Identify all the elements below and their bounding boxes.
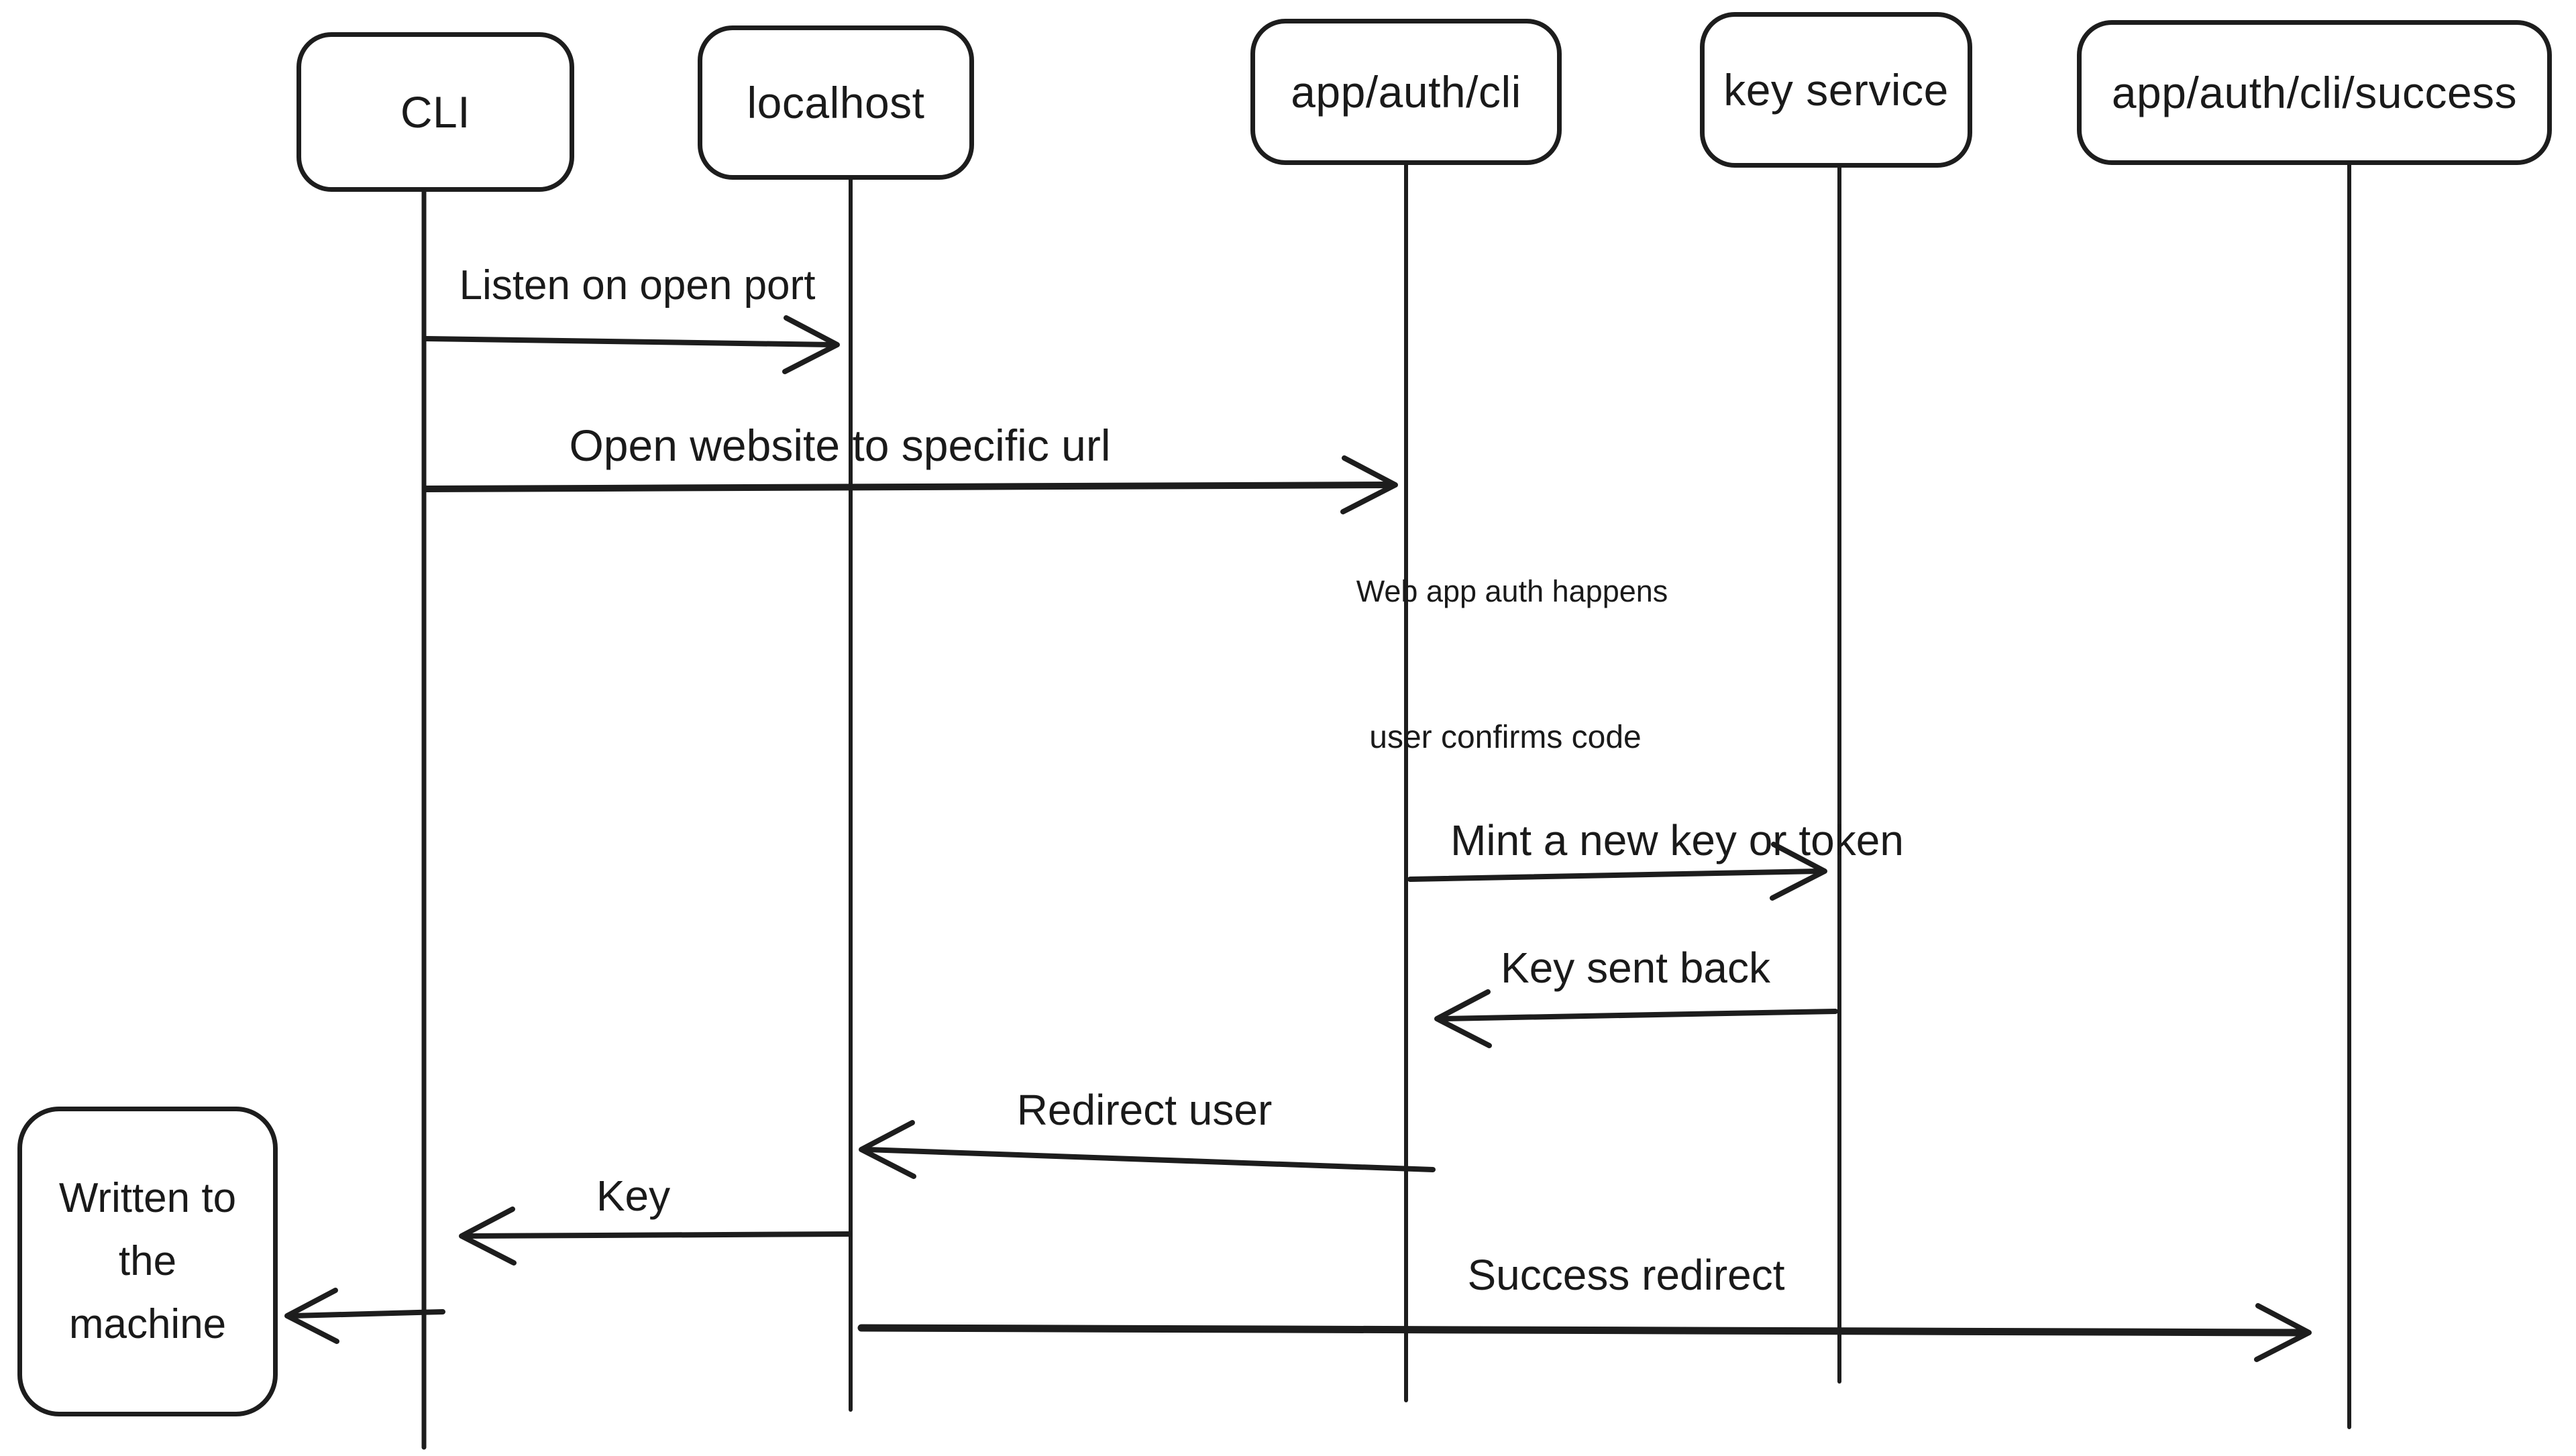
arrow-written-to-machine xyxy=(284,1288,445,1344)
arrow-key xyxy=(459,1207,852,1266)
actor-label-localhost: localhost xyxy=(747,78,925,127)
message-label-key: Key xyxy=(596,1172,671,1220)
result-box-written-to-machine: Written to the machine xyxy=(17,1107,278,1416)
arrowhead-left-icon xyxy=(459,1207,517,1266)
arrowhead-left-icon xyxy=(1434,989,1492,1048)
arrowhead-left-icon xyxy=(859,1120,916,1179)
note-user-confirms-code: user confirms code xyxy=(1369,720,1642,755)
arrowhead-right-icon xyxy=(1340,455,1398,514)
message-label-mint-a-new-key-or-token: Mint a new key or token xyxy=(1450,816,1904,864)
arrow-listen-on-open-port xyxy=(424,315,840,374)
arrowhead-right-icon xyxy=(2254,1303,2312,1362)
arrowhead-right-icon xyxy=(1770,842,1827,901)
actor-box-cli: CLI xyxy=(297,32,574,192)
arrow-mint-a-new-key-or-token xyxy=(1407,842,1827,901)
actor-label-cli: CLI xyxy=(400,87,471,137)
arrow-open-website-to-specific-url xyxy=(423,455,1398,514)
arrow-redirect-user xyxy=(859,1120,1436,1179)
result-box-line: the xyxy=(118,1238,177,1284)
arrow-key-sent-back xyxy=(1434,989,1838,1048)
message-label-redirect-user: Redirect user xyxy=(1016,1086,1273,1134)
actor-box-app-auth-cli: app/auth/cli xyxy=(1250,19,1562,165)
actor-box-localhost: localhost xyxy=(698,25,974,180)
result-box-line: machine xyxy=(68,1301,227,1347)
actor-box-app-auth-cli-success: app/auth/cli/success xyxy=(2077,20,2552,165)
message-label-open-website-to-specific-url: Open website to specific url xyxy=(569,421,1111,470)
actor-label-app-auth-cli: app/auth/cli xyxy=(1291,67,1521,117)
arrowhead-left-icon xyxy=(284,1288,339,1344)
result-box-line: Written to xyxy=(58,1175,237,1221)
actor-label-key-service: key service xyxy=(1723,65,1949,115)
arrow-success-redirect xyxy=(857,1303,2312,1362)
arrowhead-right-icon xyxy=(782,315,840,374)
message-label-success-redirect: Success redirect xyxy=(1467,1251,1785,1299)
actor-box-key-service: key service xyxy=(1700,12,1972,168)
note-web-app-auth-happens: Web app auth happens xyxy=(1356,574,1668,608)
actor-label-app-auth-cli-success: app/auth/cli/success xyxy=(2111,68,2518,117)
message-label-listen-on-open-port: Listen on open port xyxy=(459,262,816,309)
message-label-key-sent-back: Key sent back xyxy=(1501,944,1770,992)
